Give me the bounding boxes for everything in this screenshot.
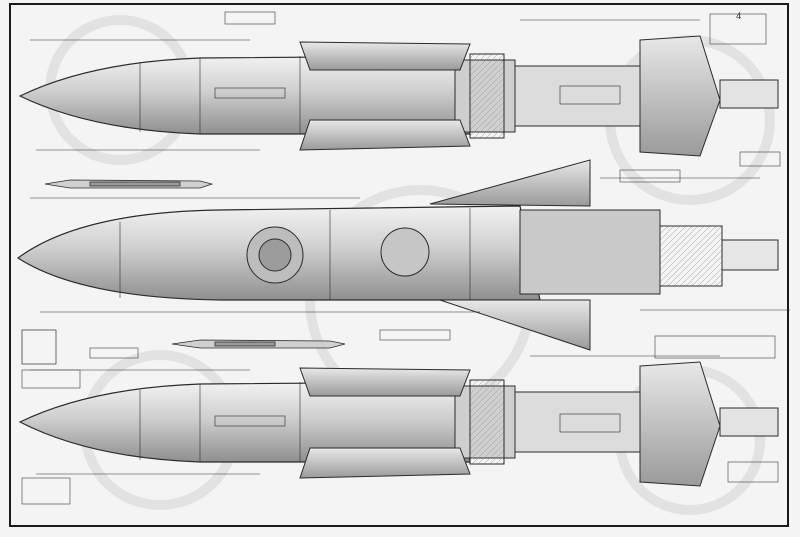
missile-detail-upper (44, 179, 214, 189)
sheet-number: 4 (736, 12, 742, 22)
sheet-border (9, 3, 789, 527)
missile-detail-lower (171, 339, 346, 349)
annotation-blocks (21, 11, 781, 505)
top-rocket-view (18, 19, 779, 157)
bottom-rocket-view (18, 355, 779, 487)
middle-rocket-view (16, 159, 790, 351)
